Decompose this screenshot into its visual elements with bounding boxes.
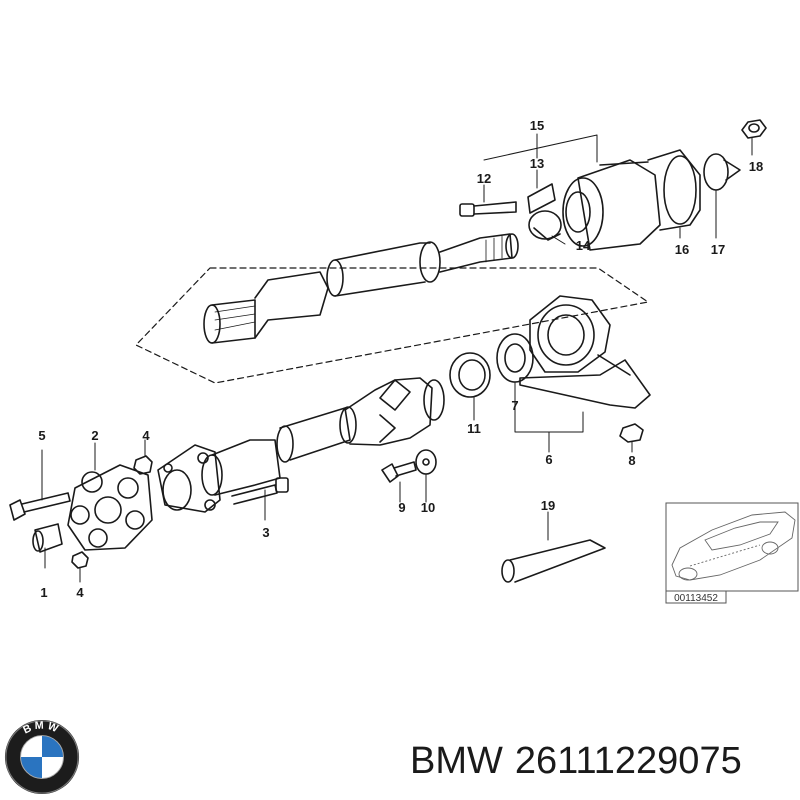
part-label-10: 10 (421, 500, 435, 515)
ring-part-16 (647, 149, 701, 231)
part-label-17: 17 (711, 242, 725, 257)
part-label-15: 15 (530, 118, 544, 133)
centre-bearing-part-6 (519, 295, 651, 409)
part-label-6: 6 (545, 452, 552, 467)
part-label-12: 12 (477, 171, 491, 186)
part-label-18: 18 (749, 159, 763, 174)
flange-part-15 (562, 159, 661, 251)
leader-lines (41, 133, 753, 583)
part-label-11: 11 (467, 421, 481, 436)
upper-shaft-part (203, 233, 519, 344)
part-label-5: 5 (38, 428, 45, 443)
part-label-2: 2 (91, 428, 98, 443)
part-label-4-upper: 4 (142, 428, 150, 443)
dashed-enclosure (135, 267, 649, 384)
seal-part-11 (449, 352, 491, 398)
clip-part-17 (703, 153, 741, 191)
bmw-logo: BMW (4, 720, 80, 795)
car-outline-icon (671, 511, 796, 581)
bolt-part-9 (381, 461, 417, 483)
part-label-8: 8 (628, 453, 635, 468)
nut-part-4-upper (133, 455, 153, 475)
part-label-4-lower: 4 (76, 585, 84, 600)
reference-code: 00113452 (674, 593, 718, 604)
ball-bearing-part-7 (496, 333, 534, 383)
sleeve-part-1 (32, 523, 63, 553)
vehicle-thumbnail: 00113452 (665, 502, 799, 604)
clamp-part-13-14 (527, 183, 562, 241)
part-label-13: 13 (530, 156, 544, 171)
lower-shaft-part (201, 377, 445, 496)
bolt-part-12 (459, 201, 517, 217)
part-label-7: 7 (511, 398, 518, 413)
part-labels: 1 2 3 4 4 5 6 7 8 9 10 11 12 13 14 15 16… (38, 118, 763, 600)
brand-name: BMW (410, 740, 503, 782)
washer-part-10 (415, 449, 437, 475)
part-label-19: 19 (541, 498, 555, 513)
part-label-9: 9 (398, 500, 405, 515)
part-label-16: 16 (675, 242, 689, 257)
bolt-part-5 (9, 492, 71, 521)
nut-part-8 (619, 423, 644, 443)
nut-part-4-lower (71, 551, 89, 569)
grease-tube-part-19 (501, 539, 606, 583)
part-number: 26111229075 (514, 740, 742, 782)
flex-disc-part-2 (67, 464, 153, 551)
part-label-3: 3 (262, 525, 269, 540)
bolt-part-3 (231, 477, 289, 505)
logo-lettering: BMW (21, 720, 62, 737)
part-number-caption: BMW 26111229075 (410, 738, 754, 784)
part-label-1: 1 (40, 585, 47, 600)
nut-part-18 (741, 119, 767, 139)
coupling-flange (157, 444, 221, 513)
part-label-14: 14 (576, 238, 591, 253)
